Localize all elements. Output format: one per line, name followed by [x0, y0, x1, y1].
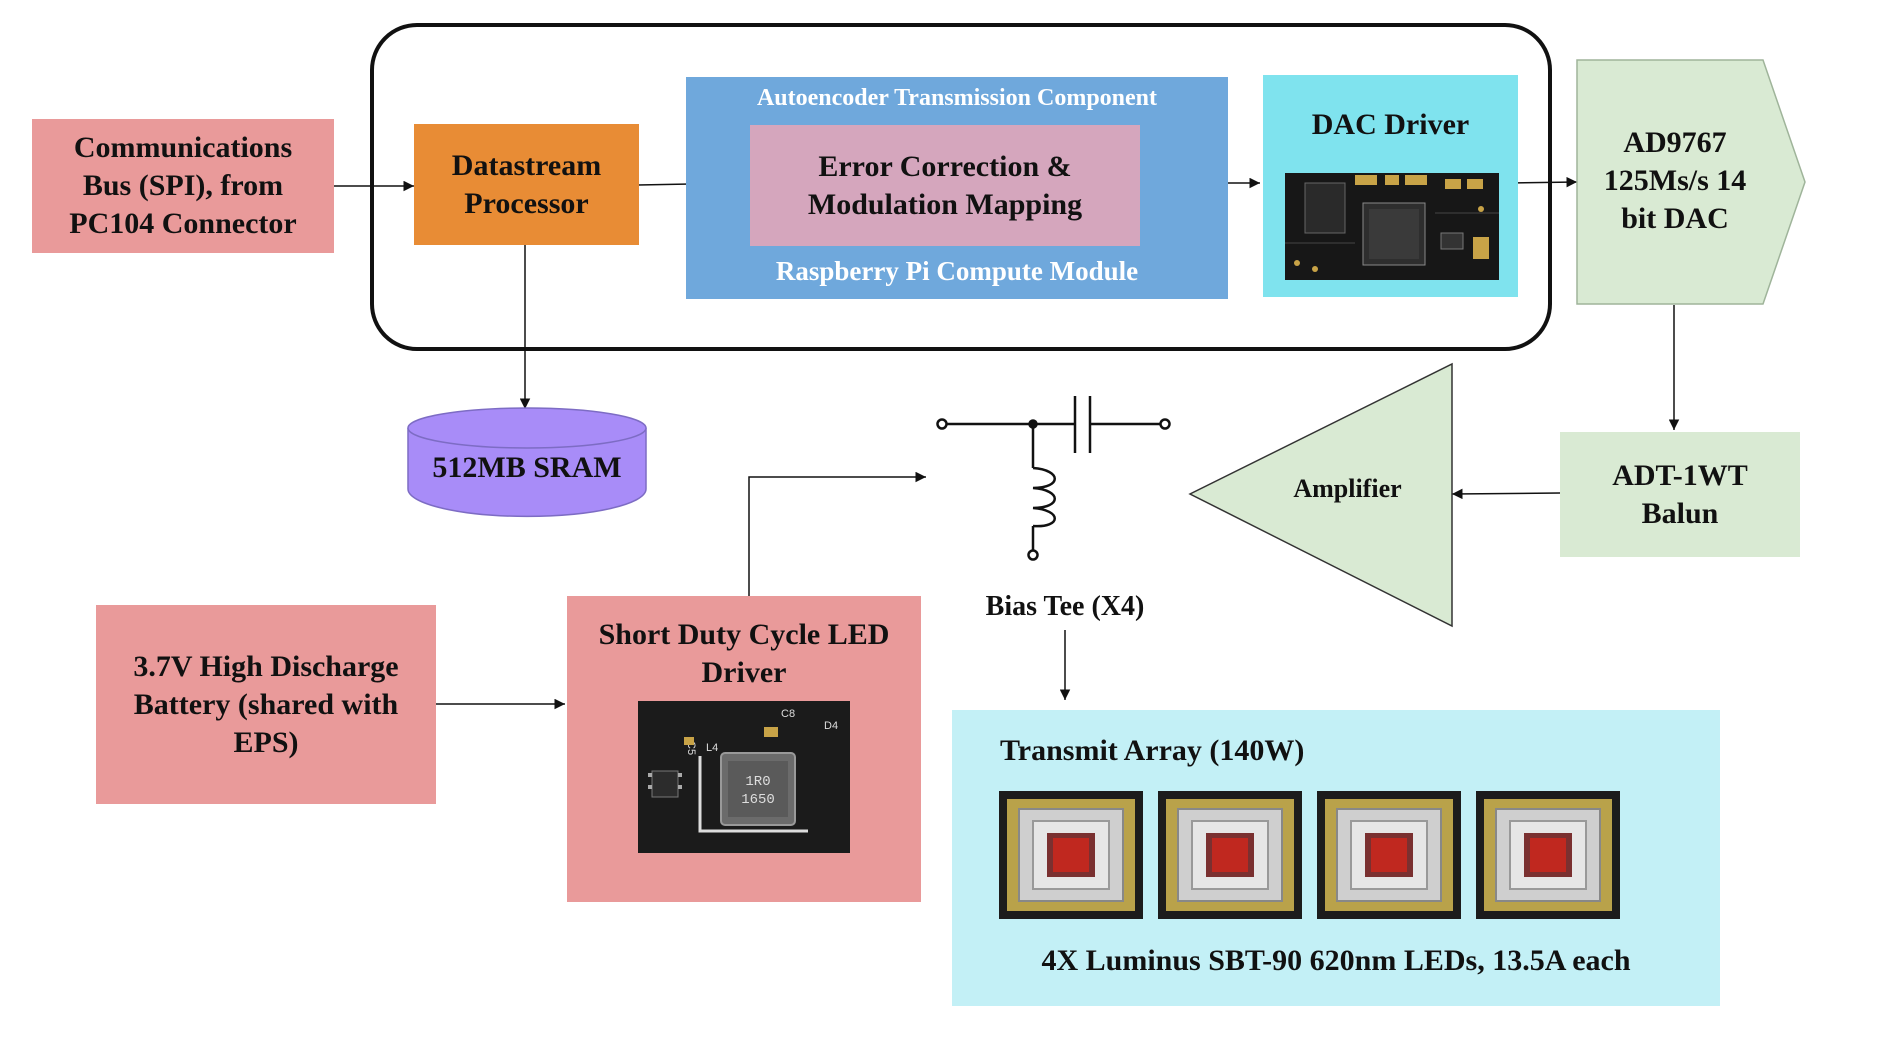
compute-module-container [370, 23, 1552, 351]
silk-d4: D4 [824, 720, 838, 732]
comm-bus-label: Communications Bus (SPI), from PC104 Con… [69, 131, 297, 240]
transmit-array-caption: 4X Luminus SBT-90 620nm LEDs, 13.5A each [1041, 944, 1631, 977]
led-3-svg [1317, 791, 1461, 919]
comm-bus-block: Communications Bus (SPI), from PC104 Con… [32, 119, 334, 253]
led-driver-block: Short Duty Cycle LED Driver 1R0 1650 C8 … [567, 596, 921, 902]
inductor-marking-bottom: 1650 [741, 792, 775, 808]
arrow-balun-to-amplifier [1451, 488, 1561, 500]
datastream-processor-label: Datastream Processor [451, 148, 602, 220]
amplifier-label: Amplifier [1293, 474, 1402, 503]
dac-board-svg [1285, 173, 1499, 280]
bias-tee-symbol [936, 396, 1171, 561]
sram-label: 512MB SRAM [432, 451, 622, 484]
led-photo-3 [1317, 791, 1461, 919]
balun-block: ADT-1WT Balun [1560, 432, 1800, 557]
led-4-svg [1476, 791, 1620, 919]
raspberry-pi-label: Raspberry Pi Compute Module [775, 256, 1139, 286]
inductor-marking-top: 1R0 [745, 774, 770, 790]
balun-label: ADT-1WT Balun [1612, 458, 1748, 530]
error-correction-block: Error Correction & Modulation Mapping [750, 125, 1140, 246]
transmit-array-title: Transmit Array (140W) [1000, 734, 1305, 767]
led-photo-4 [1476, 791, 1620, 919]
sram-cylinder [407, 407, 647, 518]
battery-label: 3.7V High Discharge Battery (shared with… [133, 649, 399, 759]
battery-block: 3.7V High Discharge Battery (shared with… [96, 605, 436, 804]
dac-driver-label: DAC Driver [1311, 108, 1470, 141]
amplifier-shape [1188, 362, 1453, 628]
dac-driver-block: DAC Driver [1263, 75, 1518, 297]
arrow-led-driver-to-bias-tee [748, 471, 926, 596]
led-driver-board-photo: 1R0 1650 C8 D4 L4 C5 [638, 701, 850, 853]
error-correction-label: Error Correction & Modulation Mapping [807, 149, 1083, 221]
dac-driver-board-photo [1285, 173, 1499, 280]
led-photo-2 [1158, 791, 1302, 919]
silk-l4: L4 [706, 742, 718, 754]
dac-shape [1576, 59, 1806, 305]
datastream-processor-block: Datastream Processor [414, 124, 639, 245]
led-2-svg [1158, 791, 1302, 919]
dac-label: AD9767 125Ms/s 14 bit DAC [1603, 126, 1747, 235]
autoencoder-block: Autoencoder Transmission Component Error… [686, 77, 1228, 299]
led-1-svg [999, 791, 1143, 919]
arrow-dac-driver-to-dac [1507, 176, 1578, 188]
bias-tee-label: Bias Tee (X4) [985, 591, 1145, 622]
led-driver-board-svg: 1R0 1650 C8 D4 L4 C5 [638, 701, 850, 853]
autoencoder-title: Autoencoder Transmission Component [756, 85, 1158, 111]
led-photo-1 [999, 791, 1143, 919]
led-driver-label: Short Duty Cycle LED Driver [598, 618, 890, 689]
transmit-array-block: Transmit Array (140W) [952, 710, 1720, 1006]
silk-c8: C8 [781, 708, 795, 720]
